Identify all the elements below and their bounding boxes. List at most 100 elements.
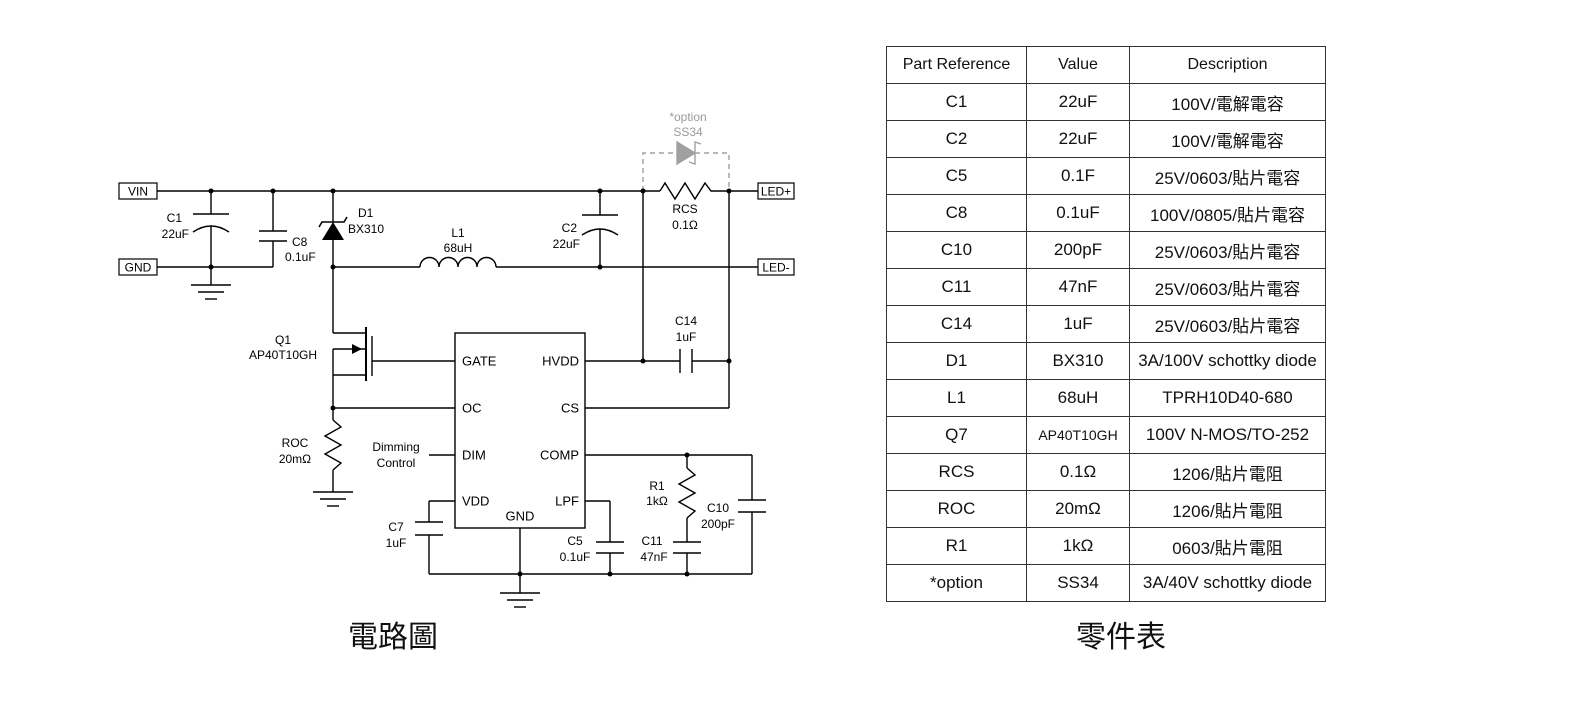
cell-value: 0.1uF: [1026, 194, 1130, 232]
header-description: Description: [1129, 46, 1326, 84]
c2-ref: C2: [562, 221, 578, 235]
pin-gate: GATE: [462, 354, 497, 369]
cell-ref: C1: [886, 83, 1027, 121]
cell-value: 22uF: [1026, 120, 1130, 158]
led-plus-port: [757, 182, 795, 200]
mosfet-arrow: [352, 344, 362, 354]
d1-value: BX310: [348, 222, 384, 236]
cell-value: 68uH: [1026, 379, 1130, 417]
cell-description: 0603/貼片電阻: [1129, 527, 1326, 565]
c10-value: 200pF: [701, 517, 735, 531]
cell-ref: ROC: [886, 490, 1027, 528]
led-minus-port: [757, 258, 795, 276]
cell-ref: C14: [886, 305, 1027, 343]
pin-lpf: LPF: [555, 494, 579, 509]
c11-ref: C11: [641, 534, 662, 548]
cell-ref: C11: [886, 268, 1027, 306]
r1-ref: R1: [649, 479, 665, 493]
cell-description: 100V/電解電容: [1129, 83, 1326, 121]
vin-port: [118, 182, 158, 200]
c11-value: 47nF: [640, 550, 667, 564]
cell-value: AP40T10GH: [1026, 416, 1130, 454]
cell-description: 100V/電解電容: [1129, 120, 1326, 158]
cell-description: 25V/0603/貼片電容: [1129, 305, 1326, 343]
gnd-label: GND: [125, 261, 152, 275]
cell-ref: C5: [886, 157, 1027, 195]
dimming-line2: Control: [377, 456, 416, 470]
rcs-value: 0.1Ω: [672, 218, 698, 232]
l1-ref: L1: [451, 226, 465, 240]
cell-value: 22uF: [1026, 83, 1130, 121]
pin-hvdd: HVDD: [542, 354, 579, 369]
pin-oc: OC: [462, 401, 482, 416]
pin-vdd: VDD: [462, 494, 489, 509]
c10-ref: C10: [707, 501, 729, 515]
cell-description: 3A/40V schottky diode: [1129, 564, 1326, 602]
table-header-row: Part Reference Value Description: [886, 46, 1326, 84]
gnd-port: [118, 258, 158, 276]
c1-value: 22uF: [162, 227, 189, 241]
junction-dots: [208, 188, 732, 577]
cell-description: 100V N-MOS/TO-252: [1129, 416, 1326, 454]
cell-value: 20mΩ: [1026, 490, 1130, 528]
cell-value: 1uF: [1026, 305, 1130, 343]
cell-value: BX310: [1026, 342, 1130, 380]
led-plus-label: LED+: [761, 185, 791, 199]
header-part-reference: Part Reference: [886, 46, 1027, 84]
cell-description: 25V/0603/貼片電容: [1129, 231, 1326, 269]
c1-ref: C1: [167, 211, 183, 225]
option-ref: *option: [669, 110, 706, 124]
cell-description: 1206/貼片電阻: [1129, 490, 1326, 528]
c7-ref: C7: [388, 520, 404, 534]
l1-value: 68uH: [444, 241, 473, 255]
d1-ref: D1: [358, 206, 374, 220]
schematic-wires: [157, 181, 766, 608]
pin-dim: DIM: [462, 448, 486, 463]
roc-ref: ROC: [282, 436, 309, 450]
header-value: Value: [1026, 46, 1130, 84]
c14-ref: C14: [675, 314, 697, 328]
rcs-ref: RCS: [672, 202, 697, 216]
pin-comp: COMP: [540, 448, 579, 463]
cell-ref: Q7: [886, 416, 1027, 454]
r1-value: 1kΩ: [646, 494, 668, 508]
cell-ref: C8: [886, 194, 1027, 232]
c14-value: 1uF: [676, 330, 697, 344]
c8-value: 0.1uF: [285, 250, 316, 264]
q1-value: AP40T10GH: [249, 348, 317, 362]
cell-description: TPRH10D40-680: [1129, 379, 1326, 417]
cell-ref: C10: [886, 231, 1027, 269]
cell-description: 25V/0603/貼片電容: [1129, 268, 1326, 306]
cell-value: SS34: [1026, 564, 1130, 602]
c8-ref: C8: [292, 235, 308, 249]
schottky-diode-d1: [318, 216, 348, 240]
dimming-line1: Dimming: [372, 440, 419, 454]
cell-value: 1kΩ: [1026, 527, 1130, 565]
roc-value: 20mΩ: [279, 452, 311, 466]
cell-value: 0.1Ω: [1026, 453, 1130, 491]
cell-value: 200pF: [1026, 231, 1130, 269]
vin-label: VIN: [128, 185, 148, 199]
circuit-schematic: VIN GND LED+ LED- GATE OC DIM VDD GND HV…: [118, 110, 795, 608]
cell-ref: C2: [886, 120, 1027, 158]
pin-cs: CS: [561, 401, 579, 416]
led-minus-label: LED-: [762, 261, 789, 275]
cell-description: 100V/0805/貼片電容: [1129, 194, 1326, 232]
cell-value: 47nF: [1026, 268, 1130, 306]
cell-description: 3A/100V schottky diode: [1129, 342, 1326, 380]
